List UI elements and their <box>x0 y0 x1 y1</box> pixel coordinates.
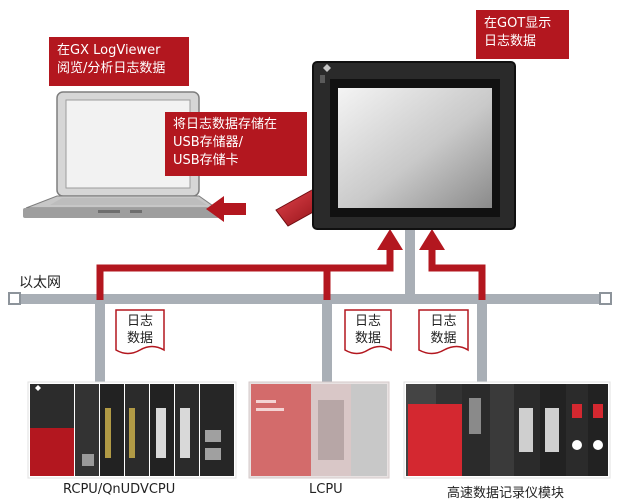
log-tag-logger: 日志 数据 <box>419 313 468 347</box>
callout-logviewer-line1: 在GX LogViewer <box>57 43 161 58</box>
callout-got-display-line1: 在GOT显示 <box>484 16 552 31</box>
callout-usb-store-line1: 将日志数据存储在 <box>173 117 278 132</box>
got-panel-image <box>312 61 516 230</box>
lcpu-module-image <box>248 381 390 479</box>
data-logger-module-image <box>403 381 611 479</box>
log-tag-lcpu: 日志 数据 <box>345 313 391 347</box>
callout-got-display-line2: 日志数据 <box>484 34 537 49</box>
device-label-lcpu: LCPU <box>309 482 343 497</box>
device-label-logger: 高速数据记录仪模块 <box>447 486 565 501</box>
callout-logviewer: 在GX LogViewer 阅览/分析日志数据 <box>49 37 189 86</box>
callout-logviewer-line2: 阅览/分析日志数据 <box>57 61 166 76</box>
ethernet-label: 以太网 <box>19 275 61 291</box>
log-tag-lcpu-line1: 日志 <box>354 314 381 329</box>
log-tag-rcpu: 日志 数据 <box>116 313 164 347</box>
ethernet-bus <box>8 292 612 305</box>
laptop-image <box>23 91 219 218</box>
callout-got-display: 在GOT显示 日志数据 <box>476 10 569 59</box>
log-tag-lcpu-line2: 数据 <box>354 331 381 346</box>
rcpu-module-image <box>27 381 237 479</box>
network-drops <box>95 228 487 382</box>
arrow-to-laptop <box>206 196 246 222</box>
callout-usb-store-line3: USB存储卡 <box>173 153 239 168</box>
data-flow-lines <box>96 248 486 300</box>
log-tag-rcpu-line2: 数据 <box>126 331 153 346</box>
callout-usb-store-line2: USB存储器/ <box>173 135 244 150</box>
callout-usb-store: 将日志数据存储在 USB存储器/ USB存储卡 <box>165 112 307 176</box>
arrow-heads <box>377 229 445 250</box>
log-tag-rcpu-line1: 日志 <box>126 314 153 329</box>
log-tag-shapes <box>115 309 469 355</box>
log-tag-logger-line2: 数据 <box>430 331 457 346</box>
device-label-rcpu: RCPU/QnUDVCPU <box>63 482 176 497</box>
log-tag-logger-line1: 日志 <box>430 314 457 329</box>
